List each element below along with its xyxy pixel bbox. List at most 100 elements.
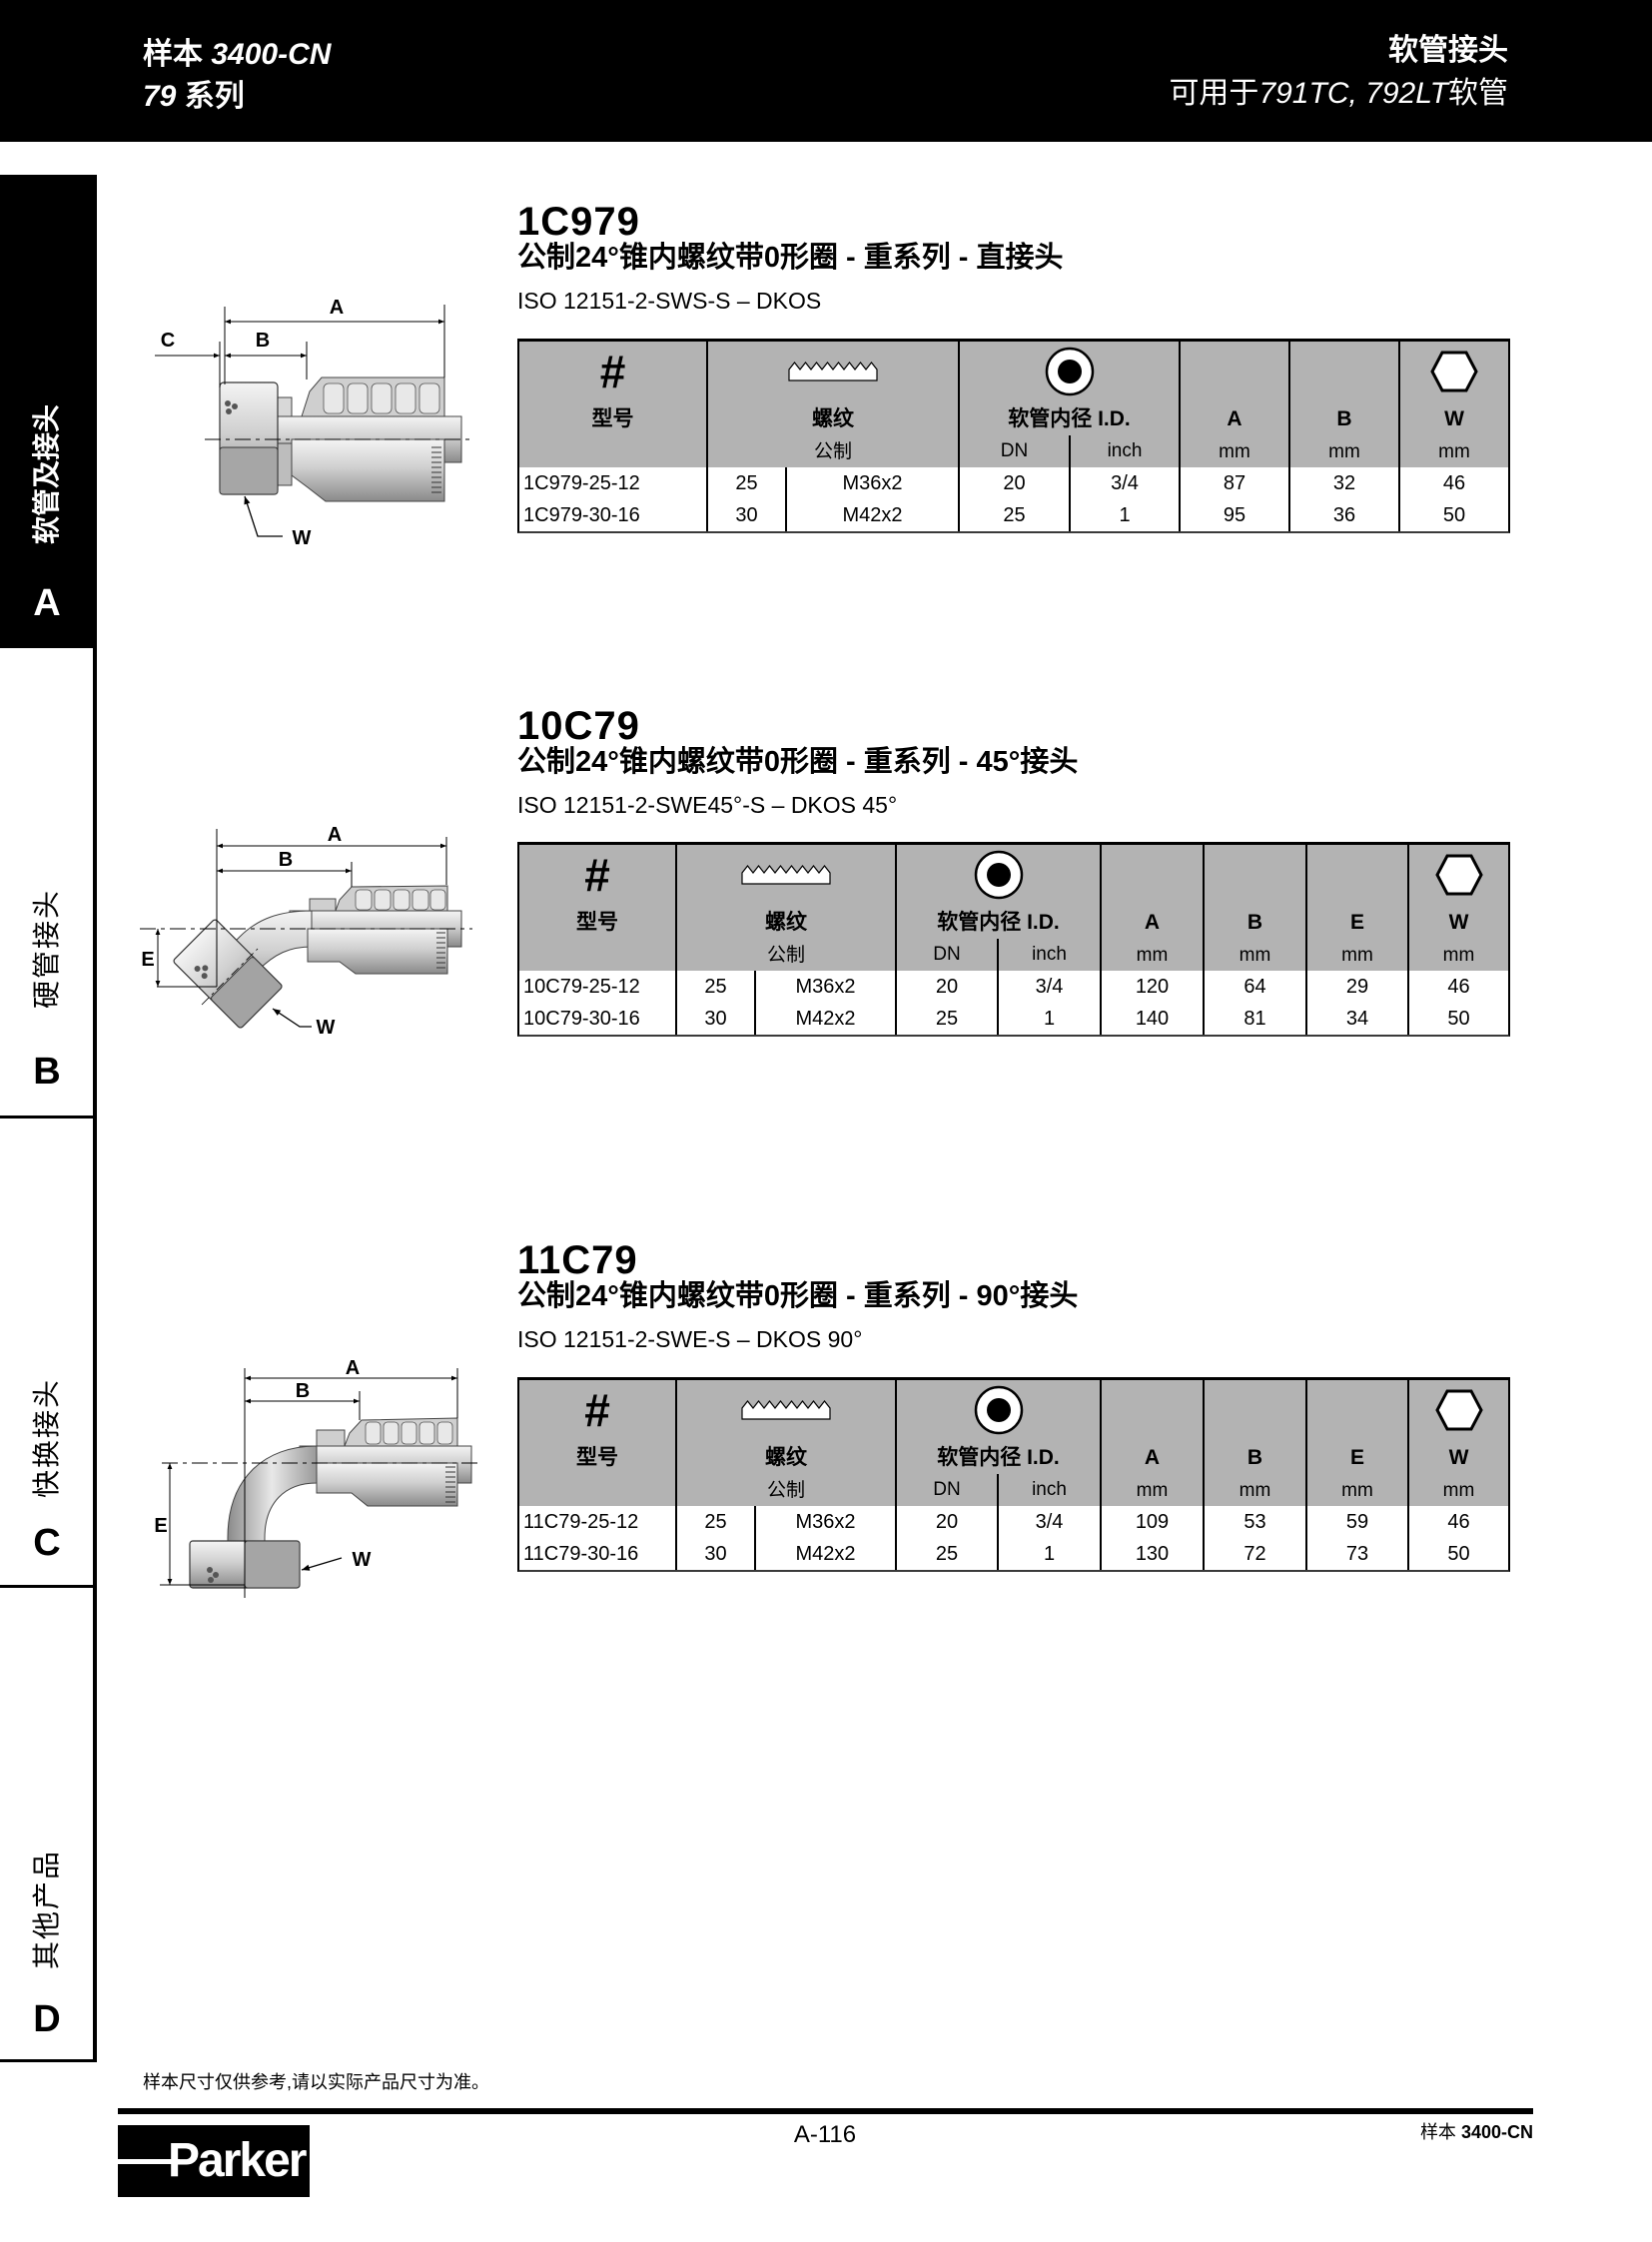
series-line: 79 系列 [143, 76, 331, 118]
header-dim-b: B mm [1203, 1380, 1305, 1506]
header-hose-id: 软管内径 I.D. [958, 342, 1179, 435]
header-label: W [1444, 407, 1464, 430]
cell-part-number: 1C979-30-16 [523, 504, 640, 526]
header-dim-e: E mm [1305, 845, 1407, 971]
header-unit-dn: DN [895, 939, 997, 971]
cell-e: 59 [1305, 1506, 1407, 1538]
footer-rule [118, 2108, 1533, 2114]
sidebar-tab-label: 软管及接头 [31, 403, 62, 545]
header-label: 软管内径 I.D. [937, 911, 1060, 934]
parker-logo: Parker [118, 2125, 310, 2197]
catalog-number: 3400-CN [211, 38, 332, 71]
header-unit: mm [1341, 945, 1373, 966]
cell-a: 140 [1100, 1003, 1203, 1035]
header-unit: mm [1442, 1480, 1475, 1501]
cell-dn: 20 [895, 1506, 997, 1538]
cell-b: 32 [1288, 467, 1398, 499]
header-unit: 公制 [766, 945, 805, 966]
sidebar-tab-letter: B [33, 1051, 61, 1093]
dimension-a-label: A [346, 1357, 360, 1379]
dimension-b-label: B [296, 1380, 310, 1402]
cell-thread: M42x2 [754, 1003, 895, 1035]
dimension-a-label: A [330, 297, 344, 319]
header-label: 软管内径 I.D. [937, 1446, 1060, 1469]
cell-inch: 3/4 [1069, 467, 1179, 499]
header-label: A [1227, 407, 1242, 430]
dimension-b-label: B [279, 849, 293, 871]
product-standard: ISO 12151-2-SWS-S – DKOS [517, 288, 822, 314]
cell-dn: 20 [958, 467, 1069, 499]
cell-a: 120 [1100, 971, 1203, 1003]
series-number: 79 [143, 80, 177, 113]
cell-a: 109 [1100, 1506, 1203, 1538]
sidebar-tab-label: 硬管接头 [31, 888, 62, 1010]
cell-thread-size: 30 [675, 1003, 754, 1035]
cell-b: 81 [1203, 1003, 1305, 1035]
header-dim-a: A mm [1179, 342, 1288, 467]
socket-shape [307, 885, 448, 975]
socket-shape [291, 376, 445, 502]
cell-thread: M42x2 [785, 499, 958, 531]
sidebar-tab-letter: D [33, 1998, 61, 2040]
sidebar-tab-letter: C [33, 1522, 61, 1564]
cell-part-number: 10C79-25-12 [523, 976, 640, 998]
series-label: 系列 [184, 80, 245, 113]
header-unit-dn: DN [958, 435, 1069, 467]
cell-thread: M42x2 [754, 1538, 895, 1570]
socket-shape [316, 1417, 458, 1507]
disclaimer-note: 样本尺寸仅供参考,请以实际产品尺寸为准。 [143, 2072, 489, 2092]
header-unit-inch: inch [1069, 435, 1179, 467]
sidebar-tab-letter: A [33, 582, 61, 624]
dimension-e-label: E [141, 949, 154, 971]
logo-text: Parker [168, 2134, 307, 2187]
part-number-icon: # [584, 1384, 610, 1436]
cell-a: 95 [1179, 499, 1288, 531]
cell-b: 36 [1288, 499, 1398, 531]
cell-inch: 1 [1069, 499, 1179, 531]
header-label: A [1144, 1446, 1161, 1469]
catalog-info: 样本 3400-CN 79 系列 [143, 34, 331, 118]
cell-part-number: 11C79-25-12 [523, 1511, 639, 1533]
dimension-w-label: W [317, 1017, 336, 1039]
header-label: W [1448, 911, 1469, 934]
applicable-suffix: 软管 [1448, 77, 1508, 110]
product-standard: ISO 12151-2-SWE45°-S – DKOS 45° [517, 792, 898, 818]
part-number-heading: 11C79 [517, 1238, 638, 1282]
cell-thread-size: 25 [706, 467, 785, 499]
catalog-line: 样本 3400-CN [143, 34, 331, 76]
sidebar-tab-b: 硬管接头 B [0, 648, 97, 1119]
cell-w: 46 [1407, 1506, 1508, 1538]
elbow-45-fitting-drawing: A B E W [140, 824, 472, 1039]
product-standard: ISO 12151-2-SWE-S – DKOS 90° [517, 1326, 863, 1352]
dimension-table: # 型号 螺纹 公制 软管内径 I.D. DN inch A mm B mm W… [517, 339, 1510, 533]
part-number-heading: 1C979 [517, 200, 640, 244]
cell-thread-size: 25 [675, 1506, 754, 1538]
applicable-hoses: 791TC, 792LT [1258, 77, 1448, 110]
thread-icon [741, 865, 831, 885]
section-info: 软管接头 可用于791TC, 792LT软管 [1169, 29, 1508, 115]
cell-inch: 1 [997, 1003, 1100, 1035]
header-unit: mm [1219, 441, 1250, 462]
part-number-heading: 10C79 [517, 704, 640, 748]
cell-part-number: 1C979-25-12 [523, 472, 640, 494]
cell-dn: 25 [895, 1003, 997, 1035]
header-label: 软管内径 I.D. [1008, 407, 1131, 430]
cell-inch: 1 [997, 1538, 1100, 1570]
header-unit: mm [1239, 945, 1271, 966]
cell-part-number: 11C79-30-16 [523, 1543, 639, 1565]
header-unit: mm [1442, 945, 1475, 966]
header-label: 型号 [576, 911, 618, 934]
header-unit: mm [1239, 1480, 1271, 1501]
header-model: # 型号 [519, 845, 675, 971]
sidebar-tab-d: 其他产品 D [0, 1588, 97, 2062]
cell-w: 50 [1407, 1538, 1508, 1570]
header-dim-b: B mm [1203, 845, 1305, 971]
header-label: 型号 [591, 407, 634, 430]
sidebar-tab-a: 软管及接头 A [0, 175, 97, 648]
cell-a: 87 [1179, 467, 1288, 499]
dimension-lines [155, 305, 445, 537]
cell-w: 50 [1407, 1003, 1508, 1035]
header-hose-id: 软管内径 I.D. [895, 1380, 1100, 1474]
nut-shape [173, 919, 283, 1029]
header-label: 型号 [576, 1446, 618, 1469]
